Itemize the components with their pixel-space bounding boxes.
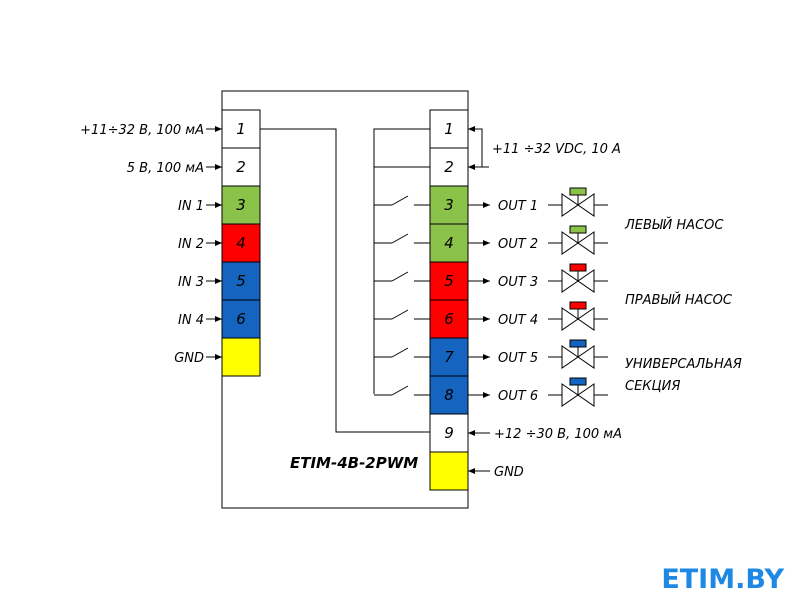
left-terminal-6 xyxy=(221,299,261,339)
left-terminal-number: 4 xyxy=(236,234,246,252)
left-terminal-1 xyxy=(221,109,261,149)
right-terminal-block: 1 2 3 4 5 6 7 8 9 +12 ÷30 В, 100 мА GND xyxy=(429,109,622,491)
right-terminal-number: 4 xyxy=(444,234,454,252)
output-label: OUT 6 xyxy=(498,389,538,404)
right-terminal-number: 9 xyxy=(444,424,454,442)
left-terminal-number: 1 xyxy=(236,120,246,138)
valve-indicator xyxy=(569,301,587,310)
power-input-bracket xyxy=(468,126,489,168)
output-label: OUT 2 xyxy=(498,237,538,252)
relay-common-bus xyxy=(373,128,430,394)
valve-indicator xyxy=(569,187,587,196)
relay-switch-contact xyxy=(391,271,409,282)
relay-switches xyxy=(374,195,430,396)
solenoid-valve-icon xyxy=(548,377,608,407)
output-label: OUT 5 xyxy=(498,351,538,366)
output-label: OUT 1 xyxy=(498,199,538,214)
group-label-universal-1: УНИВЕРСАЛЬНАЯ xyxy=(625,357,742,372)
group-label-universal-2: СЕКЦИЯ xyxy=(625,379,680,394)
relay-switch-contact xyxy=(391,309,409,320)
left-terminal-number: 3 xyxy=(236,196,246,214)
left-terminal-label: IN 1 xyxy=(178,199,204,214)
right-terminal-number: 3 xyxy=(444,196,454,214)
device-name: ETIM-4B-2PWM xyxy=(290,454,418,472)
right-terminal-number: 1 xyxy=(444,120,454,138)
right-terminal-6 xyxy=(429,299,469,339)
right-terminal-number: 8 xyxy=(444,386,454,404)
left-terminal-number: 6 xyxy=(236,310,246,328)
left-terminal-block: 1 +11÷32 В, 100 мА 2 5 В, 100 мА 3 IN 1 4 IN 2 5… xyxy=(80,109,261,377)
group-label-left-pump: ЛЕВЫЙ НАСОС xyxy=(624,217,724,233)
right-terminal-3 xyxy=(429,185,469,225)
left-terminal-label: 5 В, 100 мА xyxy=(127,161,204,176)
right-terminal-number: 2 xyxy=(444,158,454,176)
right-terminal-7 xyxy=(429,337,469,377)
left-terminal-4 xyxy=(221,223,261,263)
valve-indicator xyxy=(569,377,587,386)
solenoid-valve-icon xyxy=(548,225,608,255)
right-terminal-5 xyxy=(429,261,469,301)
left-terminal-label: IN 3 xyxy=(178,275,204,290)
right-terminal-number: 5 xyxy=(444,272,454,290)
relay-switch-contact xyxy=(391,195,409,206)
relay-switch-contact xyxy=(391,347,409,358)
left-terminal-gnd xyxy=(221,337,261,377)
etim-logo: ETIM.BY xyxy=(661,564,784,595)
group-label-right-pump: ПРАВЫЙ НАСОС xyxy=(625,292,733,308)
solenoid-valve-icon xyxy=(548,263,608,293)
relay-switch-contact xyxy=(391,233,409,244)
valve-indicator xyxy=(569,225,587,234)
left-terminal-label: IN 4 xyxy=(178,313,204,328)
left-terminal-label: IN 2 xyxy=(178,237,204,252)
right-terminal-number: 7 xyxy=(444,348,454,366)
valve-indicator xyxy=(569,339,587,348)
solenoid-valve-icon xyxy=(548,301,608,331)
output-valves: OUT 1 OUT 2 OUT 3 OUT 4 OUT 5 OUT 6 xyxy=(468,187,608,407)
valve-indicator xyxy=(569,263,587,272)
right-terminal-label: +12 ÷30 В, 100 мА xyxy=(494,427,622,442)
solenoid-valve-icon xyxy=(548,187,608,217)
right-terminal-number: 6 xyxy=(444,310,454,328)
output-label: OUT 3 xyxy=(498,275,538,290)
output-label: OUT 4 xyxy=(498,313,538,328)
left-terminal-number: 2 xyxy=(236,158,246,176)
wire-supply-to-terminal-9 xyxy=(260,128,430,433)
left-terminal-number: 5 xyxy=(236,272,246,290)
left-terminal-label: +11÷32 В, 100 мА xyxy=(80,123,204,138)
right-terminal-1 xyxy=(429,109,469,149)
right-terminal-gnd xyxy=(429,451,469,491)
relay-switch-contact xyxy=(391,385,409,396)
solenoid-valve-icon xyxy=(548,339,608,369)
right-terminal-label: GND xyxy=(494,465,524,480)
left-terminal-label: GND xyxy=(174,351,204,366)
power-input-label: +11 ÷32 VDC, 10 A xyxy=(492,142,621,157)
